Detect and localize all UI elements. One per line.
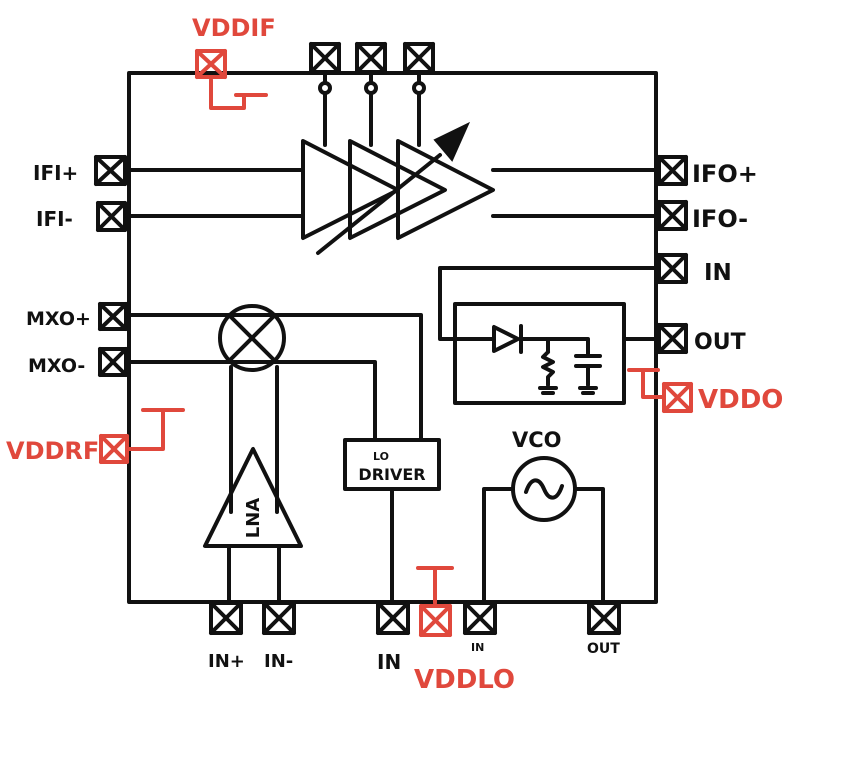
pad-top-2: [355, 42, 387, 74]
vddif-connection: [209, 78, 268, 110]
label-vddif: VDDIF: [192, 14, 276, 42]
label-lo-in: IN: [377, 650, 401, 674]
pad-vddo: [662, 382, 693, 413]
pad-vco-in: [463, 601, 497, 635]
label-lna: LNA: [243, 498, 264, 539]
pad-ifi-plus: [94, 155, 127, 186]
vddrf-connection: [127, 408, 185, 451]
label-ifo-plus: IFO+: [692, 160, 758, 188]
lna-block: [203, 447, 303, 548]
vco-out-trace: [573, 487, 605, 605]
pad-top-3: [403, 42, 435, 74]
mixer-circle-x-icon: [218, 304, 286, 372]
pad-vco-out: [587, 601, 621, 635]
vco-in-trace: [482, 487, 515, 605]
label-det-in: IN: [704, 260, 732, 286]
mixer-cross-2: [227, 313, 277, 363]
pad-top-1: [309, 42, 341, 74]
label-vco-out: OUT: [587, 641, 620, 657]
det-in-trace: [438, 266, 661, 341]
label-vddrf: VDDRF: [6, 437, 99, 465]
label-vddo: VDDO: [698, 385, 783, 415]
label-in-plus: IN+: [208, 651, 245, 672]
label-lo-driver-line1: LO: [373, 450, 389, 463]
pad-mxo-minus: [98, 347, 128, 377]
pad-det-out: [657, 323, 688, 354]
gain-control-arrowhead-icon: [433, 121, 471, 162]
pad-in-minus: [262, 601, 296, 635]
label-det-out: OUT: [694, 330, 746, 355]
ground-icon-capacitor: [578, 386, 598, 395]
label-lo-driver-line2: DRIVER: [358, 465, 425, 484]
capacitor-icon: [546, 337, 602, 387]
pad-det-in: [657, 253, 688, 284]
label-in-minus: IN-: [264, 651, 293, 672]
label-mxo-plus: MXO+: [26, 308, 91, 330]
resistor-icon: [541, 337, 555, 387]
label-vco: VCO: [512, 428, 562, 452]
label-ifi-minus: IFI-: [36, 207, 73, 231]
pad-ifo-minus: [657, 200, 688, 231]
vddlo-connection: [416, 566, 454, 605]
ground-icon-resistor: [538, 386, 558, 395]
pad-ifi-minus: [96, 201, 127, 232]
pad-mxo-plus: [98, 302, 128, 331]
label-ifo-minus: IFO-: [692, 205, 748, 233]
gain-control-arrow: [316, 153, 442, 255]
sine-wave-icon: [524, 478, 564, 500]
pad-vddlo: [419, 604, 452, 637]
label-vco-in: IN: [471, 641, 484, 654]
label-mxo-minus: MXO-: [28, 355, 85, 377]
pad-lo-in: [376, 601, 410, 635]
label-ifi-plus: IFI+: [33, 161, 78, 185]
label-vddlo: VDDLO: [414, 665, 515, 695]
pad-vddrf: [99, 434, 129, 464]
pad-vddif: [195, 49, 227, 79]
mxo-minus-trace: [124, 360, 377, 442]
pad-ifo-plus: [657, 155, 688, 186]
mxo-plus-trace: [124, 313, 423, 442]
vddo-connection: [627, 368, 666, 399]
detector-block: [453, 302, 626, 405]
pad-in-plus: [209, 601, 243, 635]
diode-icon: [492, 325, 520, 353]
